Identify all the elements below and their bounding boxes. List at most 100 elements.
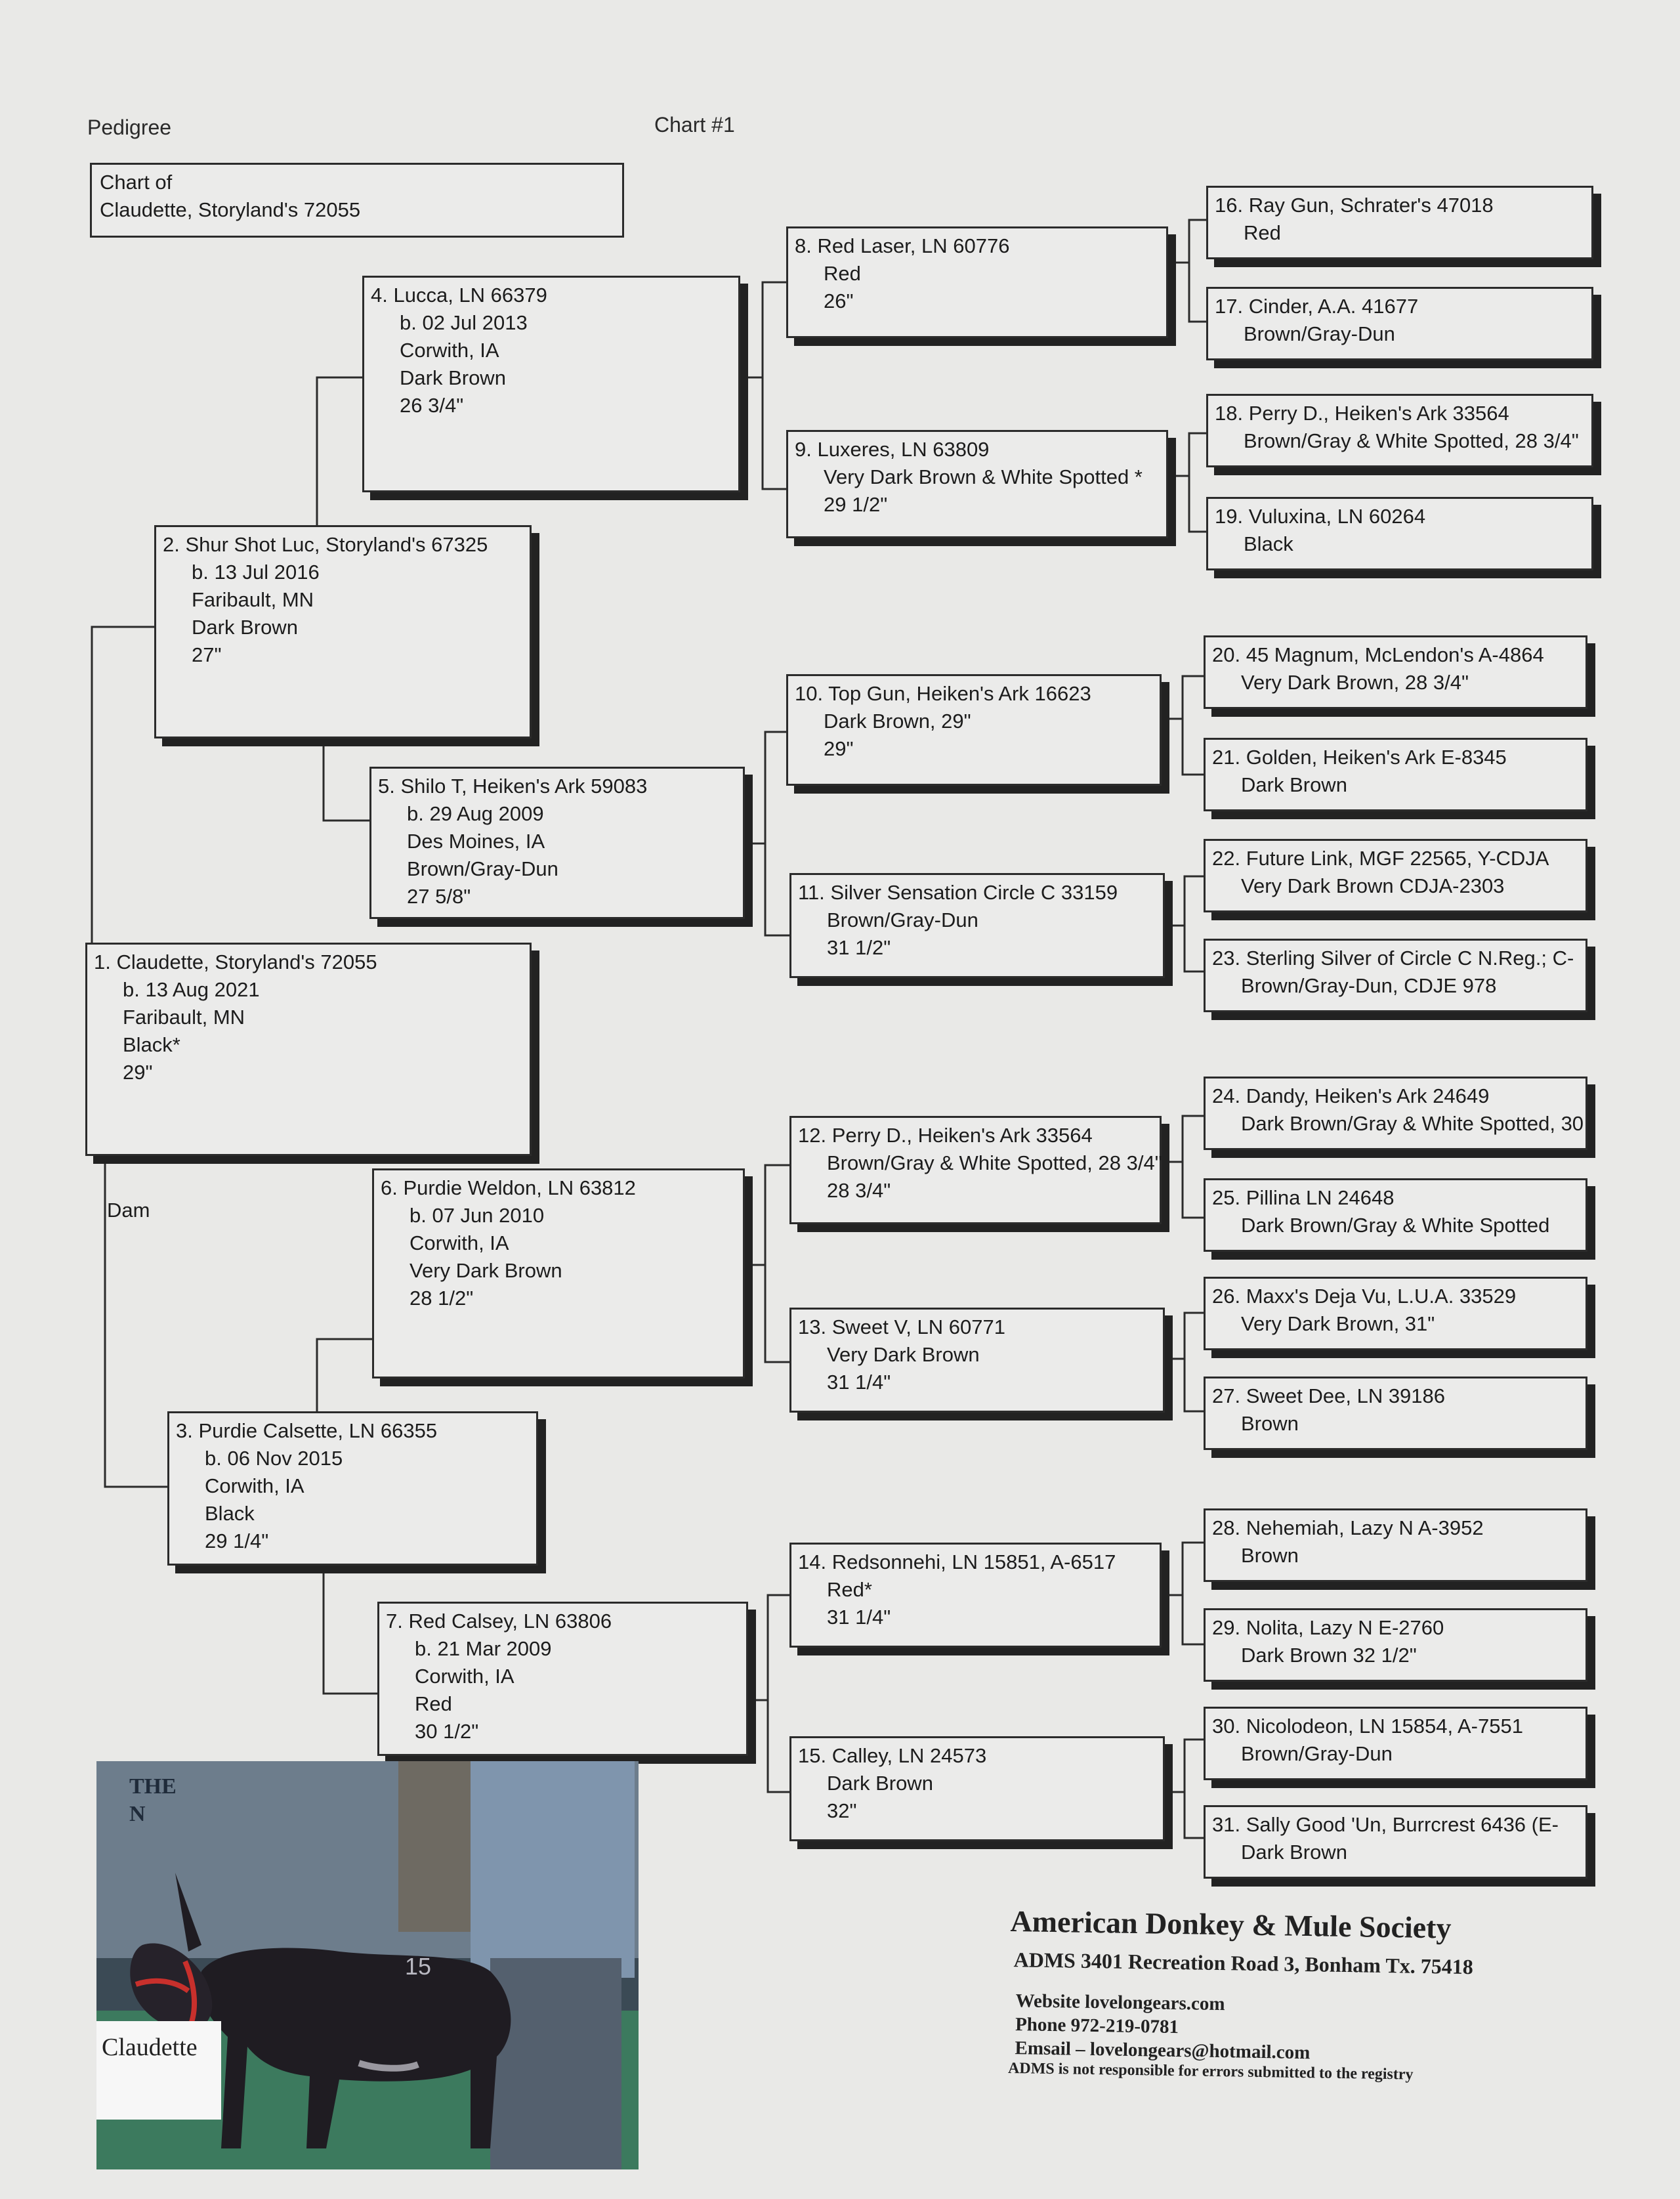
ancestor-22: 22. Future Link, MGF 22565, Y-CDJA Very … bbox=[1204, 839, 1587, 912]
ancestor-27: 27. Sweet Dee, LN 39186 Brown bbox=[1204, 1377, 1587, 1450]
ancestor-14-color: Red* bbox=[827, 1578, 872, 1601]
society-name: American Donkey & Mule Society bbox=[1010, 1904, 1452, 1945]
ancestor-9-color: Very Dark Brown & White Spotted * bbox=[824, 465, 1143, 488]
photo-sign-text-2: N bbox=[129, 1802, 146, 1826]
ancestor-8-title: 8. Red Laser, LN 60776 bbox=[795, 234, 1010, 257]
ancestor-4-location: Corwith, IA bbox=[400, 339, 499, 362]
ancestor-5-birth: b. 29 Aug 2009 bbox=[407, 802, 544, 825]
ancestor-3: 3. Purdie Calsette, LN 66355 b. 06 Nov 2… bbox=[167, 1411, 538, 1566]
ancestor-6-location: Corwith, IA bbox=[410, 1231, 509, 1254]
ancestor-31-color: Dark Brown bbox=[1241, 1841, 1347, 1864]
ancestor-11-height: 31 1/2" bbox=[827, 936, 891, 959]
ancestor-10-height: 29" bbox=[824, 737, 854, 760]
ancestor-21-color: Dark Brown bbox=[1241, 773, 1347, 796]
ancestor-10-color: Dark Brown, 29" bbox=[824, 710, 971, 733]
ancestor-21-title: 21. Golden, Heiken's Ark E-8345 bbox=[1212, 746, 1507, 769]
ancestor-14-height: 31 1/4" bbox=[827, 1606, 891, 1629]
ancestor-30-title: 30. Nicolodeon, LN 15854, A-7551 bbox=[1212, 1715, 1523, 1738]
donkey-figure: 15 bbox=[130, 1873, 511, 2148]
ancestor-3-color: Black bbox=[205, 1502, 255, 1525]
pedigree-heading: Pedigree bbox=[87, 116, 172, 139]
photo-sign-text: THE bbox=[129, 1774, 177, 1799]
donkey-ear bbox=[175, 1873, 201, 1952]
ancestor-11-color: Brown/Gray-Dun bbox=[827, 908, 978, 931]
ancestor-31-title: 31. Sally Good 'Un, Burrcrest 6436 (E- bbox=[1212, 1813, 1559, 1836]
society-address: ADMS 3401 Recreation Road 3, Bonham Tx. … bbox=[1013, 1948, 1474, 1979]
ancestor-12-color: Brown/Gray & White Spotted, 28 3/4" bbox=[827, 1151, 1162, 1174]
ancestor-26-title: 26. Maxx's Deja Vu, L.U.A. 33529 bbox=[1212, 1285, 1517, 1308]
ancestor-27-color: Brown bbox=[1241, 1412, 1299, 1435]
ancestor-18: 18. Perry D., Heiken's Ark 33564 Brown/G… bbox=[1206, 394, 1593, 467]
ancestor-4: 4. Lucca, LN 66379 b. 02 Jul 2013 Corwit… bbox=[362, 276, 740, 492]
photo-handler-legs bbox=[490, 1958, 621, 2169]
ancestor-11: 11. Silver Sensation Circle C 33159 Brow… bbox=[789, 873, 1165, 978]
ancestor-4-title: 4. Lucca, LN 66379 bbox=[371, 284, 547, 307]
ancestor-5-height: 27 5/8" bbox=[407, 885, 471, 908]
ancestor-8-height: 26" bbox=[824, 289, 854, 312]
ancestor-7-birth: b. 21 Mar 2009 bbox=[415, 1637, 552, 1660]
ancestor-30-color: Brown/Gray-Dun bbox=[1241, 1742, 1393, 1765]
ancestor-2-title: 2. Shur Shot Luc, Storyland's 67325 bbox=[163, 533, 488, 556]
ancestor-24-color: Dark Brown/Gray & White Spotted, 30 bbox=[1241, 1112, 1584, 1135]
ancestor-22-color: Very Dark Brown CDJA-2303 bbox=[1241, 874, 1505, 897]
photo-handler-left bbox=[398, 1761, 477, 1932]
ancestor-20-title: 20. 45 Magnum, McLendon's A-4864 bbox=[1212, 643, 1544, 666]
ancestor-4-color: Dark Brown bbox=[400, 366, 506, 389]
ancestor-5-title: 5. Shilo T, Heiken's Ark 59083 bbox=[378, 775, 648, 798]
ancestor-26-color: Very Dark Brown, 31" bbox=[1241, 1312, 1435, 1335]
ancestor-2-location: Faribault, MN bbox=[192, 588, 314, 611]
ancestor-7-height: 30 1/2" bbox=[415, 1720, 479, 1743]
ancestor-22-title: 22. Future Link, MGF 22565, Y-CDJA bbox=[1212, 847, 1549, 870]
ancestor-25-color: Dark Brown/Gray & White Spotted bbox=[1241, 1214, 1550, 1237]
ancestor-5-color: Brown/Gray-Dun bbox=[407, 857, 558, 880]
ancestor-15-color: Dark Brown bbox=[827, 1772, 933, 1795]
ancestor-3-birth: b. 06 Nov 2015 bbox=[205, 1447, 343, 1470]
ancestor-13-color: Very Dark Brown bbox=[827, 1343, 980, 1366]
ancestor-1-title: 1. Claudette, Storyland's 72055 bbox=[94, 950, 377, 973]
ancestor-2-birth: b. 13 Jul 2016 bbox=[192, 561, 320, 584]
ancestor-28-color: Brown bbox=[1241, 1544, 1299, 1567]
ancestor-27-title: 27. Sweet Dee, LN 39186 bbox=[1212, 1384, 1446, 1407]
chart-of-subject: Claudette, Storyland's 72055 bbox=[100, 198, 361, 221]
ancestor-16-title: 16. Ray Gun, Schrater's 47018 bbox=[1215, 194, 1494, 217]
donkey-body bbox=[200, 1948, 511, 2148]
ancestor-17: 17. Cinder, A.A. 41677 Brown/Gray-Dun bbox=[1206, 287, 1593, 360]
ancestor-17-title: 17. Cinder, A.A. 41677 bbox=[1215, 295, 1419, 318]
ancestor-29-title: 29. Nolita, Lazy N E-2760 bbox=[1212, 1616, 1444, 1639]
ancestor-24-title: 24. Dandy, Heiken's Ark 24649 bbox=[1212, 1084, 1490, 1107]
ancestor-18-title: 18. Perry D., Heiken's Ark 33564 bbox=[1215, 402, 1509, 425]
ancestor-29-color: Dark Brown 32 1/2" bbox=[1241, 1644, 1417, 1667]
chart-of-label: Chart of bbox=[100, 171, 173, 194]
ancestor-19: 19. Vuluxina, LN 60264 Black bbox=[1206, 497, 1593, 570]
ancestor-3-location: Corwith, IA bbox=[205, 1474, 304, 1497]
ancestor-23-color: Brown/Gray-Dun, CDJE 978 bbox=[1241, 974, 1497, 997]
ancestor-14: 14. Redsonnehi, LN 15851, A-6517 Red* 31… bbox=[789, 1543, 1162, 1648]
ancestor-4-height: 26 3/4" bbox=[400, 394, 464, 417]
chart-of-box: Chart of Claudette, Storyland's 72055 bbox=[90, 163, 624, 238]
ancestor-9: 9. Luxeres, LN 63809 Very Dark Brown & W… bbox=[786, 430, 1168, 538]
donkey-head bbox=[130, 1943, 213, 2030]
ancestor-3-height: 29 1/4" bbox=[205, 1529, 269, 1552]
ancestor-10-title: 10. Top Gun, Heiken's Ark 16623 bbox=[795, 682, 1091, 705]
ancestor-15-title: 15. Calley, LN 24573 bbox=[798, 1744, 987, 1767]
ancestor-2-color: Dark Brown bbox=[192, 616, 298, 639]
ancestor-13: 13. Sweet V, LN 60771 Very Dark Brown 31… bbox=[789, 1308, 1165, 1413]
ancestor-25-title: 25. Pillina LN 24648 bbox=[1212, 1186, 1395, 1209]
ancestor-19-title: 19. Vuluxina, LN 60264 bbox=[1215, 505, 1426, 528]
chart-number: Chart #1 bbox=[654, 113, 735, 137]
donkey-bib-number: 15 bbox=[405, 1953, 431, 1980]
ancestor-23: 23. Sterling Silver of Circle C N.Reg.; … bbox=[1204, 939, 1587, 1012]
ancestor-30: 30. Nicolodeon, LN 15854, A-7551 Brown/G… bbox=[1204, 1707, 1587, 1780]
ancestor-12-height: 28 3/4" bbox=[827, 1179, 891, 1202]
ancestor-1-color: Black* bbox=[123, 1033, 180, 1056]
ancestor-16: 16. Ray Gun, Schrater's 47018 Red bbox=[1206, 186, 1593, 259]
ancestor-9-height: 29 1/2" bbox=[824, 493, 888, 516]
ancestor-7-color: Red bbox=[415, 1692, 452, 1715]
ancestor-24: 24. Dandy, Heiken's Ark 24649 Dark Brown… bbox=[1204, 1077, 1587, 1150]
ancestor-11-title: 11. Silver Sensation Circle C 33159 bbox=[798, 881, 1118, 904]
ancestor-6: 6. Purdie Weldon, LN 63812 b. 07 Jun 201… bbox=[372, 1168, 745, 1378]
ancestor-6-birth: b. 07 Jun 2010 bbox=[410, 1204, 545, 1227]
ancestor-2: 2. Shur Shot Luc, Storyland's 67325 b. 1… bbox=[154, 525, 532, 738]
